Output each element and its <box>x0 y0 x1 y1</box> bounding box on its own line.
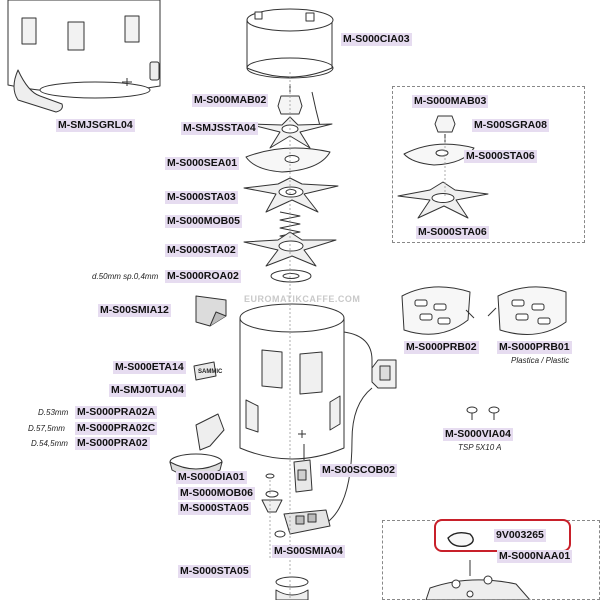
bottom-assembly-illustration <box>425 560 531 600</box>
label-m-s000sta03: M-S000STA03 <box>165 191 238 204</box>
label-m-s000mob06: M-S000MOB06 <box>178 487 255 500</box>
alt-star-illustration <box>397 181 489 219</box>
label-m-s000sta05-lower: M-S000STA05 <box>178 565 251 578</box>
washer-illustration <box>270 269 312 283</box>
label-m-s000eta14: M-S000ETA14 <box>113 361 186 374</box>
label-m-smjsgrl04: M-SMJSGRL04 <box>56 119 135 132</box>
label-m-s000mab03: M-S000MAB03 <box>412 95 489 108</box>
label-m-s000sta02: M-S000STA02 <box>165 244 238 257</box>
grinder-body-illustration <box>7 0 161 113</box>
note-tsp: TSP 5X10 A <box>458 443 502 452</box>
note-d575: D.57,5mm <box>28 424 65 433</box>
note-washer-size: d.50mm sp.0,4mm <box>92 272 159 281</box>
label-m-s00sgra08: M-S00SGRA08 <box>472 119 549 132</box>
main-body-tube-illustration <box>239 303 397 527</box>
fan-disc-illustration <box>243 177 339 213</box>
label-m-s000sta06-lower: M-S000STA06 <box>416 226 489 239</box>
alt-nut-illustration <box>434 115 456 142</box>
label-m-s000cia03: M-S000CIA03 <box>341 33 412 46</box>
spring-clip-illustration <box>447 531 474 548</box>
label-m-s00smia12: M-S00SMIA12 <box>98 304 171 317</box>
label-m-s000mab02: M-S000MAB02 <box>192 94 269 107</box>
seal-plate-illustration <box>245 147 331 173</box>
bracket-illustration <box>283 509 331 535</box>
decal-text: SAMMIC <box>198 369 223 375</box>
label-m-s000dia01: M-S000DIA01 <box>176 471 247 484</box>
small-parts-illustration <box>261 473 286 538</box>
spout-illustration <box>169 413 225 478</box>
switch-block-illustration <box>195 295 227 327</box>
screws-illustration <box>466 406 500 420</box>
label-m-smj0tua04: M-SMJ0TUA04 <box>109 384 186 397</box>
label-9v003265: 9V003265 <box>494 529 546 542</box>
label-m-s000pra02: M-S000PRA02 <box>75 437 150 450</box>
label-m-s000mob05: M-S000MOB05 <box>165 215 242 228</box>
note-d53: D.53mm <box>38 408 69 417</box>
decal-illustration <box>193 361 217 381</box>
watermark: EUROMATIKCAFFE.COM <box>244 294 361 304</box>
note-d545: D.54,5mm <box>31 439 68 448</box>
bottom-ring-illustration <box>275 576 309 600</box>
label-m-smjssta04: M-SMJSSTA04 <box>181 122 258 135</box>
label-m-s00scob02: M-S00SCOB02 <box>320 464 397 477</box>
label-m-s000pra02c: M-S000PRA02C <box>75 422 158 435</box>
label-m-s00smia04: M-S00SMIA04 <box>272 545 345 558</box>
note-plastic: Plastica / Plastic <box>511 356 570 365</box>
label-m-s000pra02a: M-S000PRA02A <box>75 406 158 419</box>
label-m-s000sea01: M-S000SEA01 <box>165 157 240 170</box>
label-m-s000prb02: M-S000PRB02 <box>404 341 479 354</box>
microswitch-illustration <box>293 444 313 493</box>
label-m-s000naa01: M-S000NAA01 <box>497 550 573 563</box>
label-m-s000sta06-upper: M-S000STA06 <box>464 150 537 163</box>
nut-illustration <box>277 84 321 127</box>
hopper-collar-illustration <box>246 8 334 79</box>
plastic-plate-right-illustration <box>487 286 567 335</box>
label-m-s000prb01: M-S000PRB01 <box>497 341 572 354</box>
plastic-plate-left-illustration <box>401 286 475 335</box>
alternate-parts-box <box>392 86 585 243</box>
label-m-s000sta05-upper: M-S000STA05 <box>178 502 251 515</box>
label-m-s000via04: M-S000VIA04 <box>443 428 513 441</box>
label-m-s000roa02: M-S000ROA02 <box>165 270 241 283</box>
